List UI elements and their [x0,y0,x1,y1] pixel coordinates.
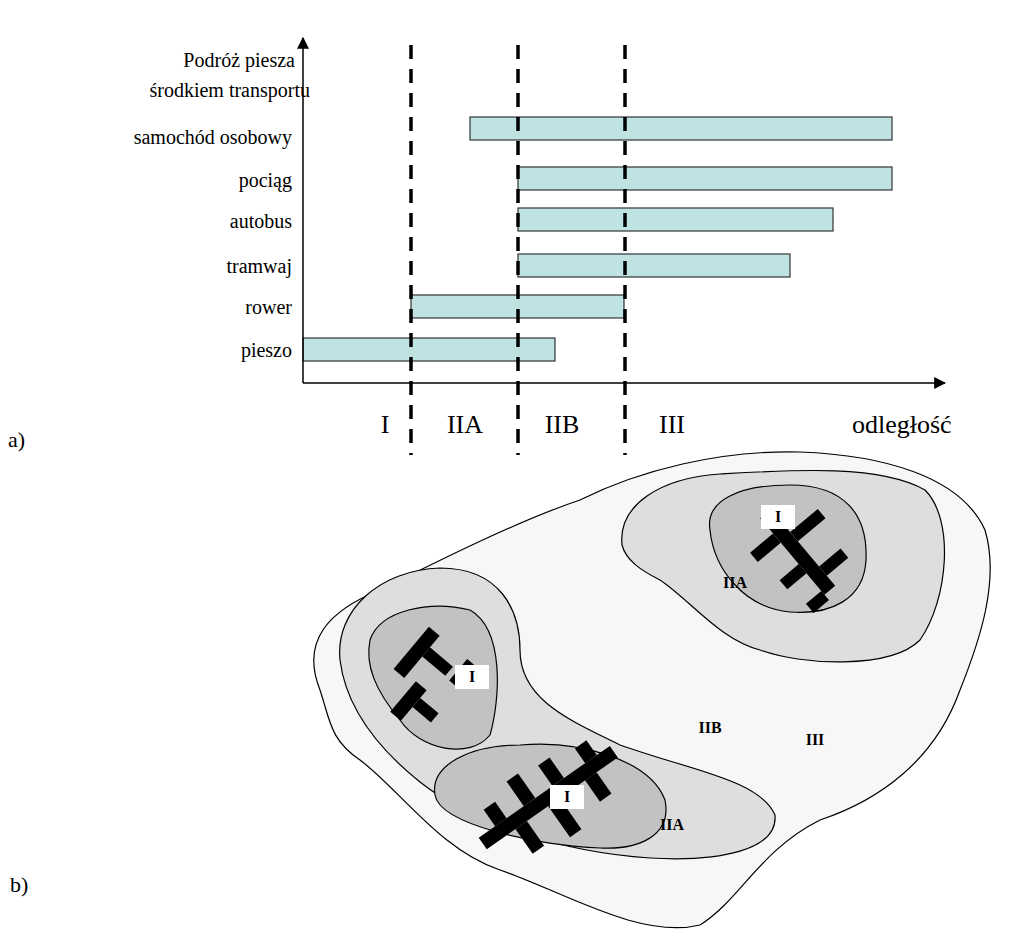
zone-label: IIB [698,719,721,737]
axis-label: a) [8,428,25,452]
zone-label: IIA [660,816,684,834]
buildings [371,486,867,880]
axis-label: rower [245,296,292,318]
axis-label: pieszo [241,339,292,361]
axis-label: III [659,411,685,440]
axis-label: IIA [447,411,483,440]
zone-label: IIA [723,574,747,592]
axis-label: pociąg [239,169,292,191]
axis-label: Podróż piesza [183,49,295,71]
zone-label-box: I [761,505,795,529]
axis-label: autobus [230,210,292,232]
axis-label: samochód osobowy [134,126,292,148]
zone-map [314,452,991,928]
axis-label: odległość [852,411,952,440]
zone-borders [411,45,625,455]
zone-label: III [806,731,825,749]
zone-label-box: I [550,785,584,809]
axis-label: IIB [545,411,580,440]
axis-label: środkiem transportu [149,79,310,101]
axis-label: tramwaj [226,255,292,277]
axis-label: b) [10,873,28,897]
range-bars [303,117,892,361]
axis-label: I [381,411,390,440]
zone-label-box: I [455,665,489,689]
